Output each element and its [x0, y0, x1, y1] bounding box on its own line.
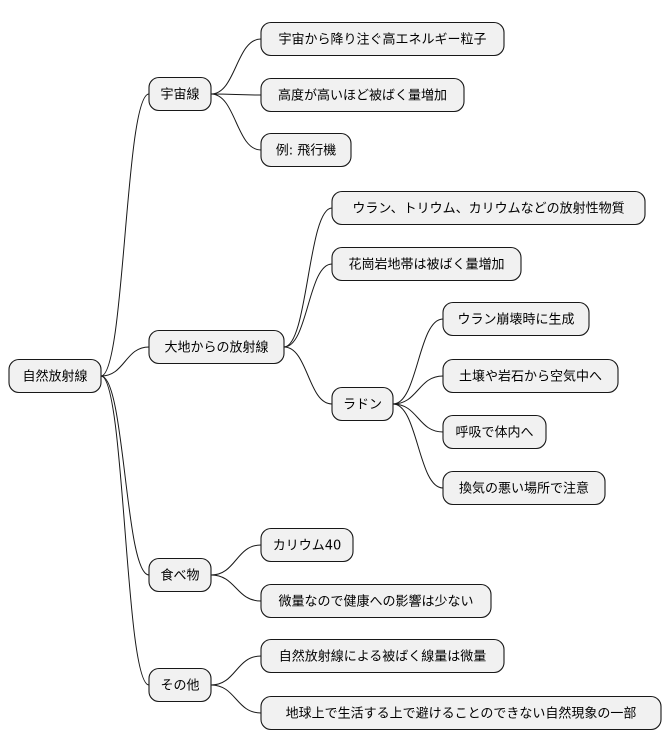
- node-box: [331, 190, 646, 226]
- edge-other-other-1: [210, 655, 262, 686]
- node-label: 大地からの放射線: [164, 340, 268, 356]
- edge-root-food: [100, 375, 150, 576]
- edge-radon-radon-1: [392, 318, 444, 405]
- node-label: 土壌や岩石から空気中へ: [459, 369, 602, 385]
- mindmap-edges: [100, 38, 444, 714]
- node-label: カリウム40: [273, 539, 342, 554]
- node-box: [260, 132, 352, 168]
- node-label: ウラン崩壊時に生成: [457, 313, 574, 328]
- node-label: 高度が高いほど被ばく量増加: [278, 88, 447, 104]
- node-radon: ラドン: [331, 386, 394, 422]
- edge-food-food-2: [210, 574, 262, 602]
- node-box: [260, 77, 465, 113]
- node-radon-3: 呼吸で体内へ: [442, 414, 547, 450]
- edge-cosmic-cosmic-2: [210, 93, 262, 96]
- node-radon-4: 換気の悪い場所で注意: [442, 470, 606, 506]
- node-label: 自然放射線による被ばく線量は微量: [279, 649, 487, 665]
- node-food-2: 微量なので健康への影響は少ない: [260, 583, 492, 619]
- node-box: [442, 414, 547, 450]
- node-label: 微量なので健康への影響は少ない: [278, 594, 473, 610]
- node-food: 食べ物: [148, 557, 212, 593]
- node-box: [260, 527, 354, 563]
- node-label: ウラン、トリウム、カリウムなどの放射性物質: [352, 201, 624, 217]
- node-box: [260, 21, 505, 57]
- node-box: [442, 358, 619, 394]
- node-cosmic: 宇宙線: [148, 76, 212, 112]
- node-label: 花崗岩地帯は被ばく量増加: [348, 257, 504, 273]
- node-label: 宇宙から降り注ぐ高エネルギー粒子: [278, 32, 486, 48]
- node-other-1: 自然放射線による被ばく線量は微量: [260, 638, 505, 674]
- node-cosmic-3: 例: 飛行機: [260, 132, 352, 168]
- node-box: [442, 470, 606, 506]
- node-label: 地球上で生活する上で避けることのできない自然現象の一部: [286, 706, 637, 722]
- node-box: [331, 246, 522, 282]
- node-other-2: 地球上で生活する上で避けることのできない自然現象の一部: [260, 695, 662, 731]
- edge-root-other: [100, 375, 150, 686]
- node-radon-1: ウラン崩壊時に生成: [442, 301, 590, 337]
- edge-radon-radon-4: [392, 403, 444, 489]
- node-box: [8, 358, 102, 394]
- mindmap-nodes: 自然放射線 宇宙線 宇宙から降り注ぐ高エネルギー粒子高度が高いほど被ばく量増加例: …: [8, 21, 662, 731]
- edge-radon-radon-2: [392, 375, 444, 405]
- node-label: 宇宙線: [160, 87, 199, 103]
- edge-ground-radon: [283, 346, 333, 405]
- node-label: その他: [160, 679, 199, 694]
- edge-radon-radon-3: [392, 403, 444, 433]
- node-box: [148, 667, 212, 703]
- edge-other-other-2: [210, 684, 262, 714]
- edge-root-ground: [100, 346, 150, 377]
- node-ground-2: 花崗岩地帯は被ばく量増加: [331, 246, 522, 282]
- edge-ground-ground-1: [283, 207, 333, 348]
- node-box: [148, 329, 285, 365]
- node-box: [148, 557, 212, 593]
- node-box: [260, 638, 505, 674]
- node-ground-1: ウラン、トリウム、カリウムなどの放射性物質: [331, 190, 646, 226]
- node-cosmic-2: 高度が高いほど被ばく量増加: [260, 77, 465, 113]
- edge-cosmic-cosmic-1: [210, 38, 262, 95]
- node-radon-2: 土壌や岩石から空気中へ: [442, 358, 619, 394]
- node-box: [331, 386, 394, 422]
- node-other: その他: [148, 667, 212, 703]
- node-label: ラドン: [343, 398, 382, 413]
- node-label: 呼吸で体内へ: [455, 425, 533, 441]
- edge-root-cosmic: [100, 93, 150, 377]
- node-box: [442, 301, 590, 337]
- node-label: 換気の悪い場所で注意: [459, 481, 589, 497]
- node-root: 自然放射線: [8, 358, 102, 394]
- node-box: [148, 76, 212, 112]
- edge-cosmic-cosmic-3: [210, 93, 262, 151]
- node-label: 例: 飛行機: [276, 144, 337, 159]
- node-label: 自然放射線: [22, 369, 87, 385]
- node-label: 食べ物: [160, 568, 199, 584]
- node-box: [260, 695, 662, 731]
- node-food-1: カリウム40: [260, 527, 354, 563]
- node-ground: 大地からの放射線: [148, 329, 285, 365]
- edge-ground-ground-2: [283, 263, 333, 348]
- node-cosmic-1: 宇宙から降り注ぐ高エネルギー粒子: [260, 21, 505, 57]
- node-box: [260, 583, 492, 619]
- edge-food-food-1: [210, 544, 262, 576]
